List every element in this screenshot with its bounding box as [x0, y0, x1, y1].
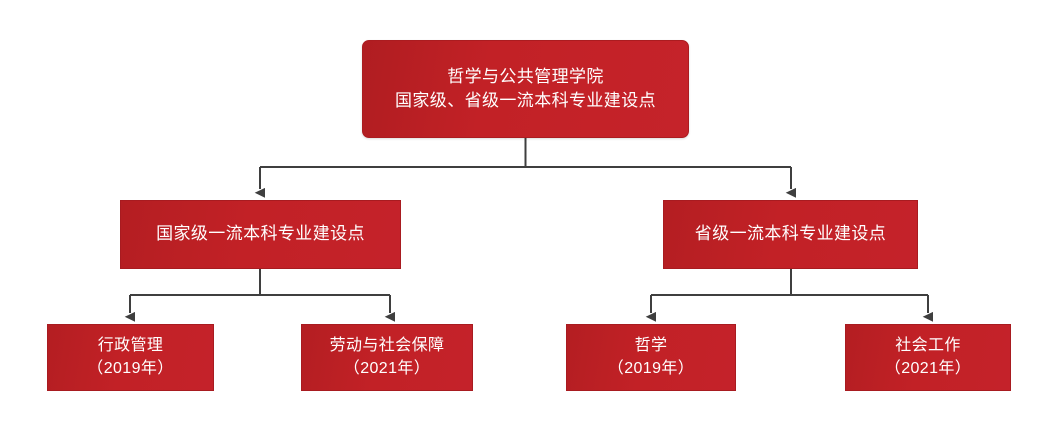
node-root[interactable]: 哲学与公共管理学院 国家级、省级一流本科专业建设点	[362, 40, 689, 138]
node-leaf-philosophy-label: 哲学 （2019年）	[607, 336, 695, 377]
connector-root-to-branches	[254, 138, 797, 198]
node-branch-national[interactable]: 国家级一流本科专业建设点	[120, 200, 401, 269]
node-leaf-public-administration[interactable]: 行政管理 （2019年）	[47, 324, 214, 391]
node-root-label: 哲学与公共管理学院 国家级、省级一流本科专业建设点	[395, 66, 656, 110]
node-branch-provincial[interactable]: 省级一流本科专业建设点	[663, 200, 918, 269]
node-leaf-public-administration-label: 行政管理 （2019年）	[87, 336, 174, 377]
node-branch-national-label: 国家级一流本科专业建设点	[156, 224, 365, 244]
node-leaf-social-work[interactable]: 社会工作 （2021年）	[845, 324, 1011, 391]
node-branch-provincial-label: 省级一流本科专业建设点	[694, 224, 887, 244]
node-leaf-social-work-label: 社会工作 （2021年）	[884, 336, 972, 377]
node-leaf-labor-social-security-label: 劳动与社会保障 （2021年）	[329, 336, 445, 377]
node-leaf-philosophy[interactable]: 哲学 （2019年）	[566, 324, 736, 391]
connector-provincial-to-leaves	[645, 269, 934, 322]
node-leaf-labor-social-security[interactable]: 劳动与社会保障 （2021年）	[301, 324, 473, 391]
connector-national-to-leaves	[124, 269, 396, 322]
